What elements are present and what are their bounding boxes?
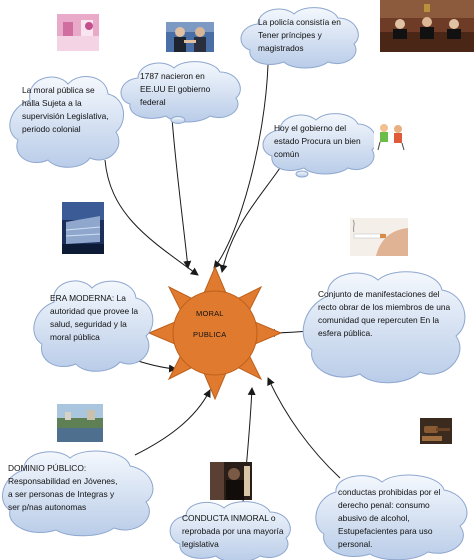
cloud-era-moderna: ERA MODERNA: La autoridad que provee la … bbox=[32, 276, 156, 372]
arrow-prohibidas bbox=[267, 377, 341, 479]
arrow-magistrados bbox=[213, 64, 269, 269]
cloud-shape bbox=[262, 113, 377, 178]
pink-room-photo bbox=[57, 14, 99, 51]
cloud-shape bbox=[33, 280, 154, 372]
sun-shape bbox=[147, 265, 283, 401]
arrow-federal bbox=[171, 117, 192, 269]
arrow-bien-comun bbox=[219, 164, 283, 273]
node-text-colonial: La moral pública se halla Sujeta a la su… bbox=[22, 85, 109, 134]
cloud-shape bbox=[120, 61, 241, 124]
children-playing-illustration bbox=[374, 120, 408, 152]
node-text-dominio: DOMINIO PÚBLICO: Responsabilidad en Jóve… bbox=[8, 463, 118, 512]
waterfront-photo bbox=[57, 404, 103, 442]
cloud-colonial: La moral pública se halla Sujeta a la su… bbox=[8, 70, 126, 170]
cloud-shape bbox=[2, 450, 154, 537]
arrow-colonial bbox=[104, 159, 199, 276]
cloud-shape bbox=[9, 76, 124, 168]
cloud-prohibidas: conductas prohibidas por el derecho pena… bbox=[312, 472, 472, 560]
cloud-inmoral: CONDUCTA INMORAL o reprobada por una may… bbox=[168, 500, 294, 560]
cloud-federal: 1787 nacieron en EE.UU El gobierno feder… bbox=[118, 60, 244, 124]
center-label-moral: MORAL bbox=[196, 309, 224, 318]
node-text-bien-comun: Hoy el gobierno del estado Procura un bi… bbox=[274, 123, 361, 159]
handshake-photo bbox=[166, 22, 214, 52]
node-text-magistrados: La policía consistía en Tener príncipes … bbox=[258, 17, 341, 53]
node-text-federal: 1787 nacieron en EE.UU El gobierno feder… bbox=[140, 71, 211, 107]
center-label-publica: PUBLICA bbox=[193, 330, 227, 339]
dark-figure-photo bbox=[210, 462, 252, 500]
cloud-shape bbox=[315, 474, 468, 560]
cloud-shape bbox=[302, 271, 466, 384]
judges-panel-photo bbox=[380, 0, 474, 52]
cloud-magistrados: La policía consistía en Tener príncipes … bbox=[240, 6, 362, 69]
arrow-dominio bbox=[134, 389, 211, 456]
node-text-inmoral: CONDUCTA INMORAL o reprobada por una may… bbox=[182, 513, 284, 549]
central-sun: MORAL PUBLICA bbox=[145, 263, 285, 403]
cloud-dominio: DOMINIO PÚBLICO: Responsabilidad en Jóve… bbox=[0, 448, 158, 537]
cigarette-hand-photo bbox=[350, 218, 408, 256]
node-text-prohibidas: conductas prohibidas por el derecho pena… bbox=[338, 487, 441, 549]
cloud-bien-comun: Hoy el gobierno del estado Procura un bi… bbox=[262, 112, 380, 178]
building-night-photo bbox=[62, 202, 104, 254]
gavel-photo bbox=[420, 418, 452, 444]
cloud-conjunto: Conjunto de manifestaciones del recto ob… bbox=[300, 266, 470, 386]
node-text-conjunto: Conjunto de manifestaciones del recto ob… bbox=[318, 289, 451, 338]
node-text-era-moderna: ERA MODERNA: La autoridad que provee la … bbox=[50, 293, 139, 342]
cloud-shape bbox=[240, 7, 359, 69]
